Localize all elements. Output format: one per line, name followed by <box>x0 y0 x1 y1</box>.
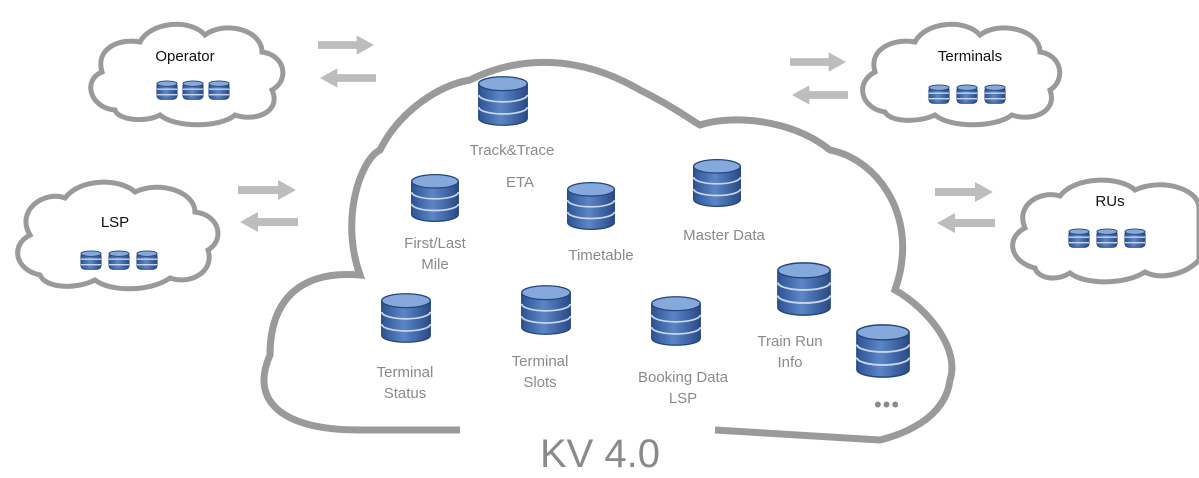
rus-label: RUs <box>1095 193 1125 210</box>
more-ellipsis: ••• <box>873 392 901 417</box>
first-last-mile-label: First/Last Mile <box>404 235 466 273</box>
main-cloud-base-right <box>714 426 881 444</box>
arrow-left-icon <box>937 213 995 233</box>
lsp-cloud <box>15 179 221 292</box>
timetable-label: Timetable <box>568 247 634 264</box>
terminal-status-database-icon <box>380 292 432 344</box>
terminal-slots-database-icon <box>520 284 572 336</box>
operator-database-stack-icon <box>156 80 230 100</box>
arrow-right-icon <box>790 52 847 72</box>
booking-data-lsp-label: Booking Data LSP <box>637 369 729 407</box>
eta-label: ETA <box>505 174 535 191</box>
arrow-right-icon <box>935 182 993 202</box>
train-run-info-label: Train Run Info <box>757 333 823 371</box>
arrow-left-icon <box>319 68 376 88</box>
lsp-label: LSP <box>100 214 130 231</box>
operator-cloud <box>88 21 286 128</box>
more-database-icon <box>855 323 911 379</box>
booking-data-database-icon <box>650 295 702 347</box>
rus-database-stack-icon <box>1068 228 1146 248</box>
arrow-left-icon <box>240 212 298 232</box>
master-data-database-icon <box>692 158 742 208</box>
terminals-cloud <box>860 21 1063 128</box>
first-last-mile-database-icon <box>410 173 460 223</box>
track-trace-database-icon <box>477 75 529 127</box>
track-trace-label: Track&Trace <box>469 142 555 159</box>
operator-label: Operator <box>155 48 215 65</box>
terminals-database-stack-icon <box>928 84 1006 104</box>
terminal-slots-label: Terminal Slots <box>511 353 569 391</box>
arrow-right-icon <box>238 180 296 200</box>
arrow-right-icon <box>318 35 375 55</box>
diagram-title: KV 4.0 <box>539 432 661 476</box>
lsp-database-stack-icon <box>80 250 158 270</box>
arrow-left-icon <box>791 85 848 105</box>
terminal-status-label: Terminal Status <box>376 364 434 402</box>
timetable-database-icon <box>566 181 616 231</box>
main-cloud <box>260 58 956 444</box>
train-run-info-database-icon <box>776 261 832 317</box>
master-data-label: Master Data <box>683 227 765 244</box>
terminals-label: Terminals <box>937 48 1003 65</box>
